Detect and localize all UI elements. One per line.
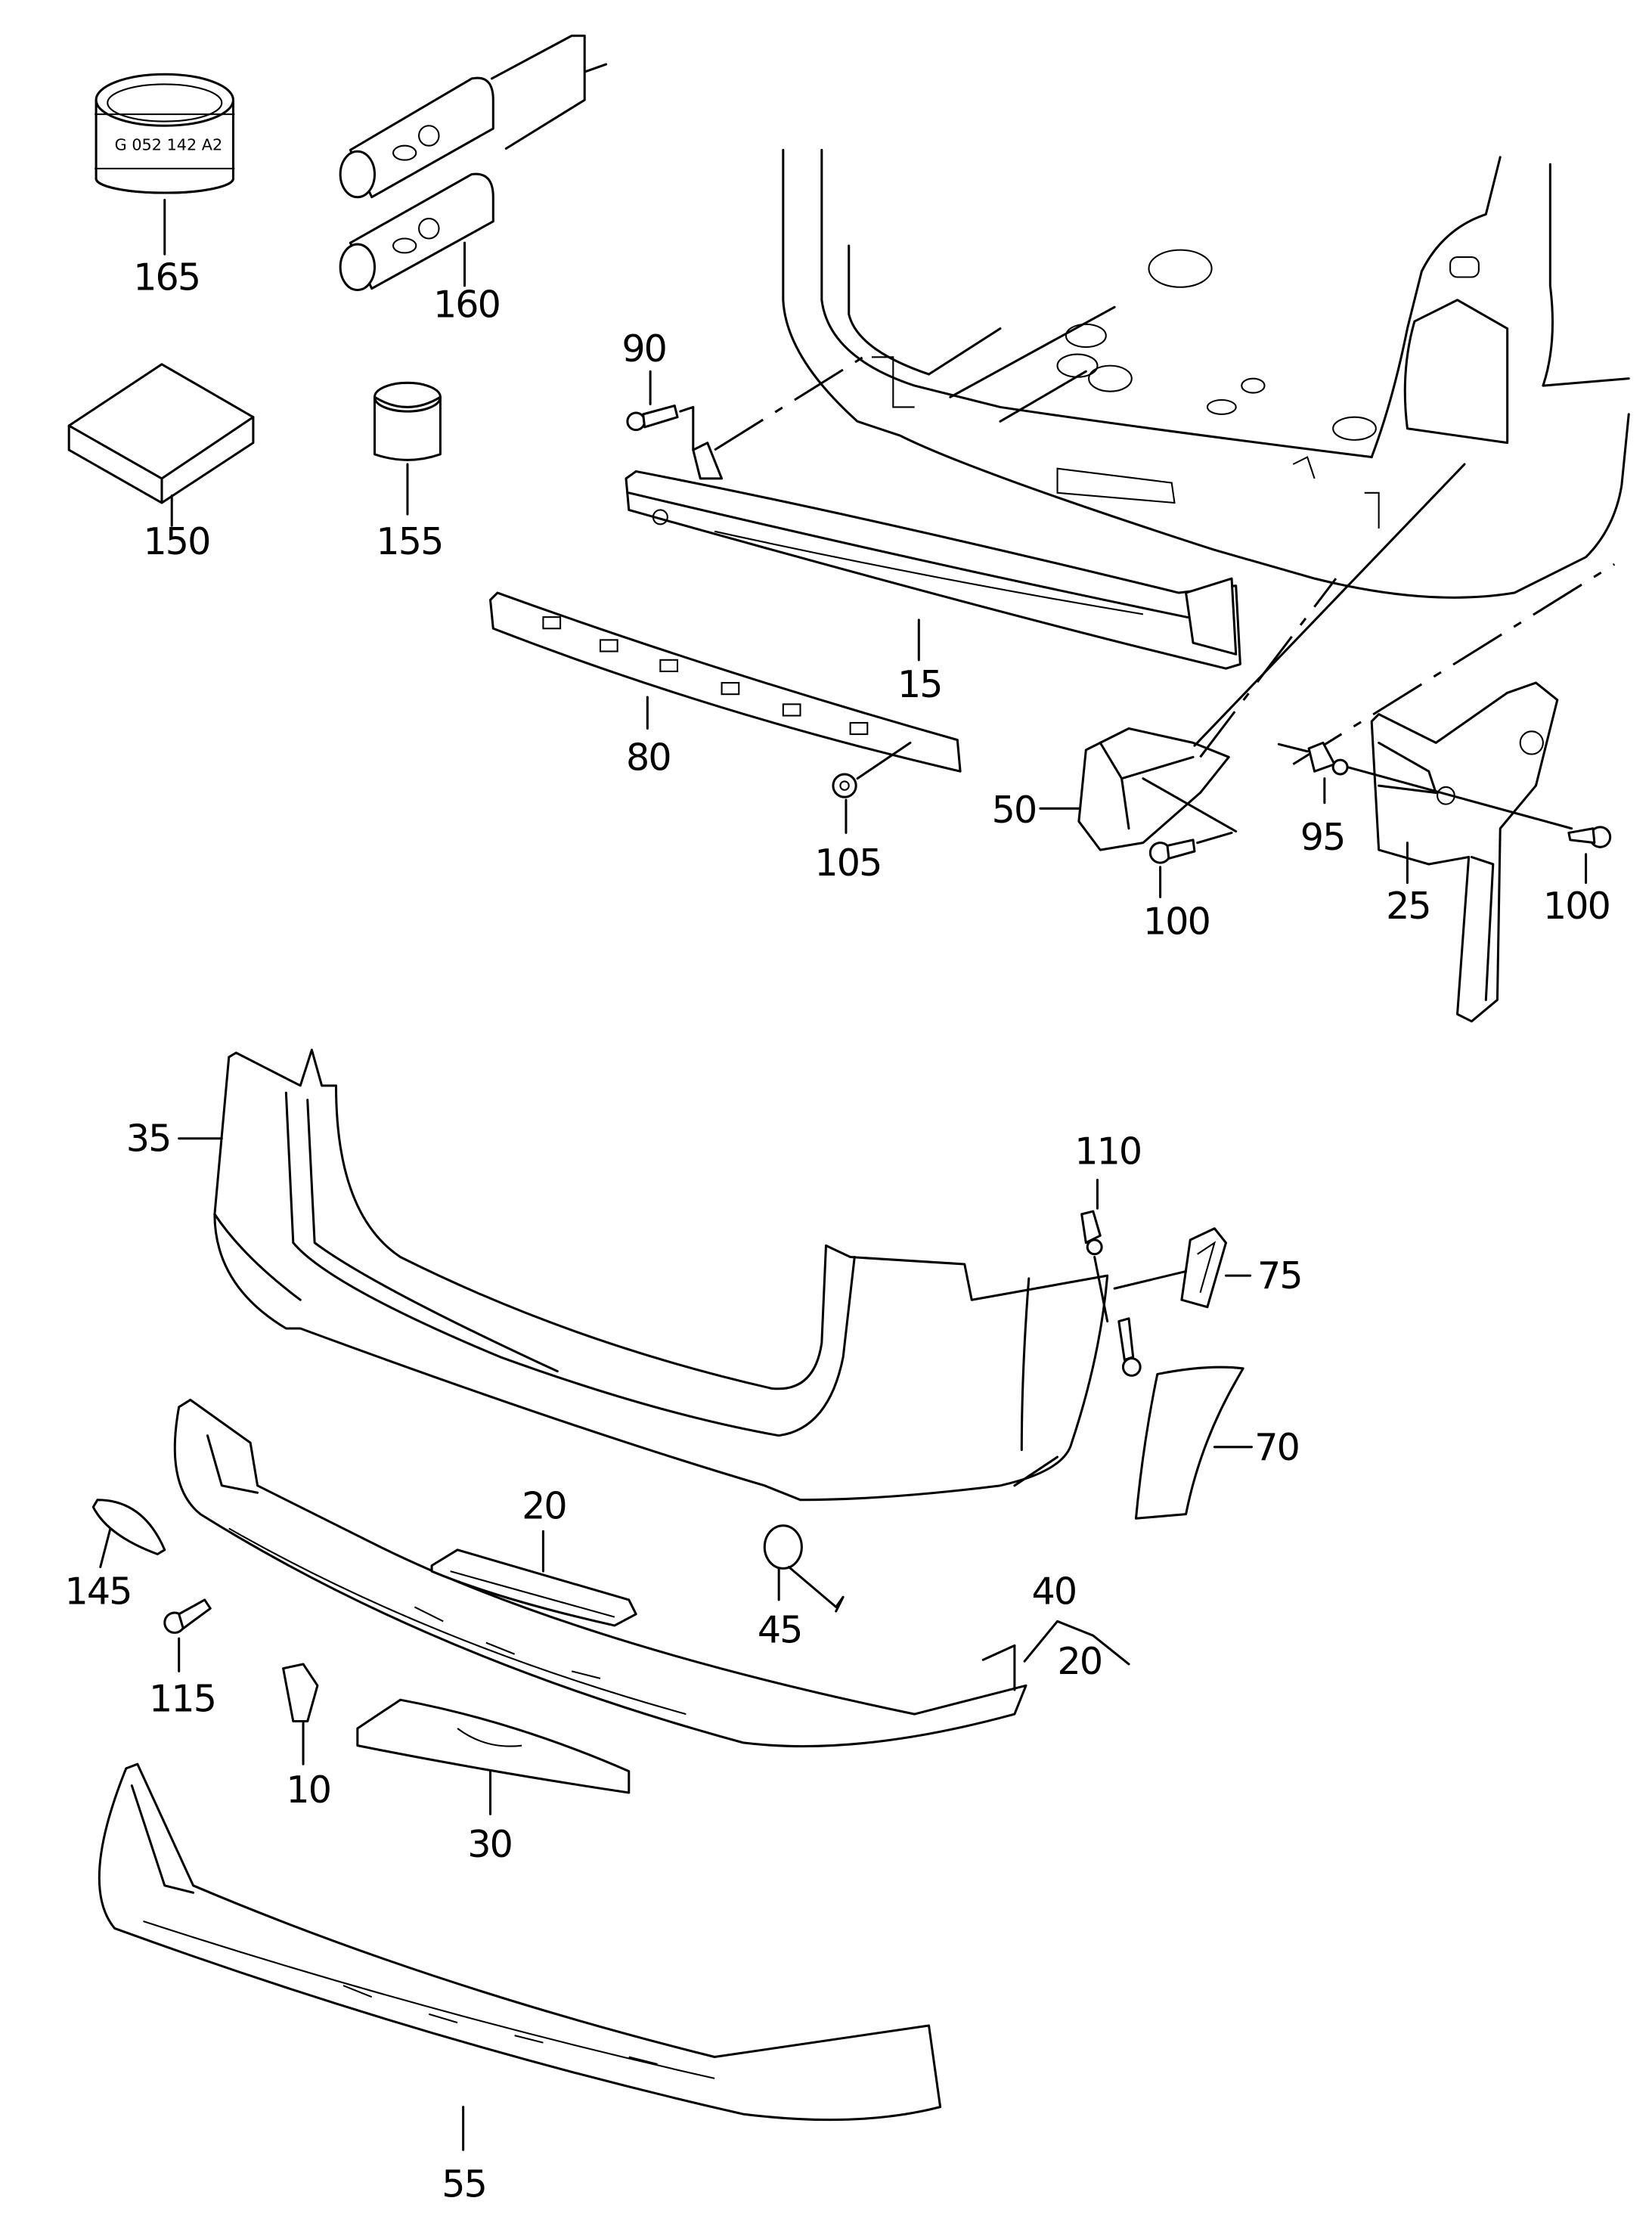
callout-70[interactable]: 70 [1254, 1425, 1300, 1469]
callout-105[interactable]: 105 [814, 841, 882, 885]
part-110-clip[interactable] [1080, 1210, 1103, 1256]
part-25-bracket-right[interactable] [1370, 681, 1559, 1023]
callout-95[interactable]: 95 [1300, 815, 1347, 859]
callout-10[interactable]: 10 [286, 1768, 332, 1812]
part-20-insert[interactable] [430, 1548, 637, 1627]
part-15-reinforcement-bar[interactable] [625, 442, 1241, 670]
callout-40[interactable]: 40 [1032, 1570, 1078, 1613]
part-40-spoiler[interactable] [173, 1398, 1027, 1748]
callout-20-right[interactable]: 20 [1058, 1639, 1104, 1683]
part-90-bolt[interactable] [626, 405, 679, 432]
part-105-nut[interactable] [832, 773, 857, 798]
stamp-text: G 052 142 A2 [115, 135, 223, 153]
part-115-screw[interactable] [163, 1598, 212, 1634]
callout-20[interactable]: 20 [522, 1483, 568, 1527]
part-155-container[interactable] [373, 381, 442, 461]
callout-100-left[interactable]: 100 [1143, 900, 1211, 944]
part-150-pad[interactable] [67, 363, 255, 504]
callout-110[interactable]: 110 [1074, 1130, 1142, 1173]
part-75-guide[interactable] [1180, 1227, 1227, 1309]
callout-55[interactable]: 55 [442, 2162, 488, 2206]
part-160-cartridges[interactable] [339, 34, 608, 292]
part-145-reflector[interactable] [91, 1499, 166, 1556]
callout-45[interactable]: 45 [758, 1608, 804, 1652]
callout-35[interactable]: 35 [126, 1117, 172, 1161]
callout-15[interactable]: 15 [897, 662, 944, 706]
callout-155[interactable]: 155 [376, 519, 444, 563]
callout-25[interactable]: 25 [1386, 884, 1432, 928]
part-30-cover-plate[interactable] [356, 1698, 631, 1794]
part-55-lower-spoiler[interactable] [98, 1762, 942, 2122]
callout-50[interactable]: 50 [992, 788, 1038, 832]
part-100-screw-left[interactable] [1148, 839, 1196, 864]
callout-160[interactable]: 160 [433, 282, 501, 326]
part-35-bumper-cover[interactable] [213, 1049, 1109, 1502]
callout-30[interactable]: 30 [467, 1822, 513, 1866]
part-80-absorber[interactable] [489, 591, 962, 773]
part-95-clip[interactable] [1307, 741, 1349, 776]
callout-100-right[interactable]: 100 [1543, 884, 1611, 928]
vehicle-body-rear [782, 148, 1630, 599]
part-45-cap[interactable] [763, 1524, 803, 1570]
callout-165[interactable]: 165 [133, 256, 201, 299]
part-165-tin[interactable]: G 052 142 A2 [95, 73, 235, 194]
callout-145[interactable]: 145 [65, 1570, 133, 1613]
callout-150[interactable]: 150 [143, 519, 211, 563]
callout-75[interactable]: 75 [1257, 1254, 1303, 1297]
callout-80[interactable]: 80 [626, 735, 672, 779]
part-70-trim-strip[interactable] [1134, 1365, 1244, 1520]
part-100-screw-right[interactable] [1567, 826, 1612, 848]
callout-90[interactable]: 90 [621, 327, 668, 370]
part-50-bracket-left[interactable] [1077, 727, 1238, 851]
callout-115[interactable]: 115 [149, 1676, 217, 1720]
part-10-clip[interactable] [282, 1663, 319, 1723]
bumper-screw [1117, 1317, 1142, 1377]
